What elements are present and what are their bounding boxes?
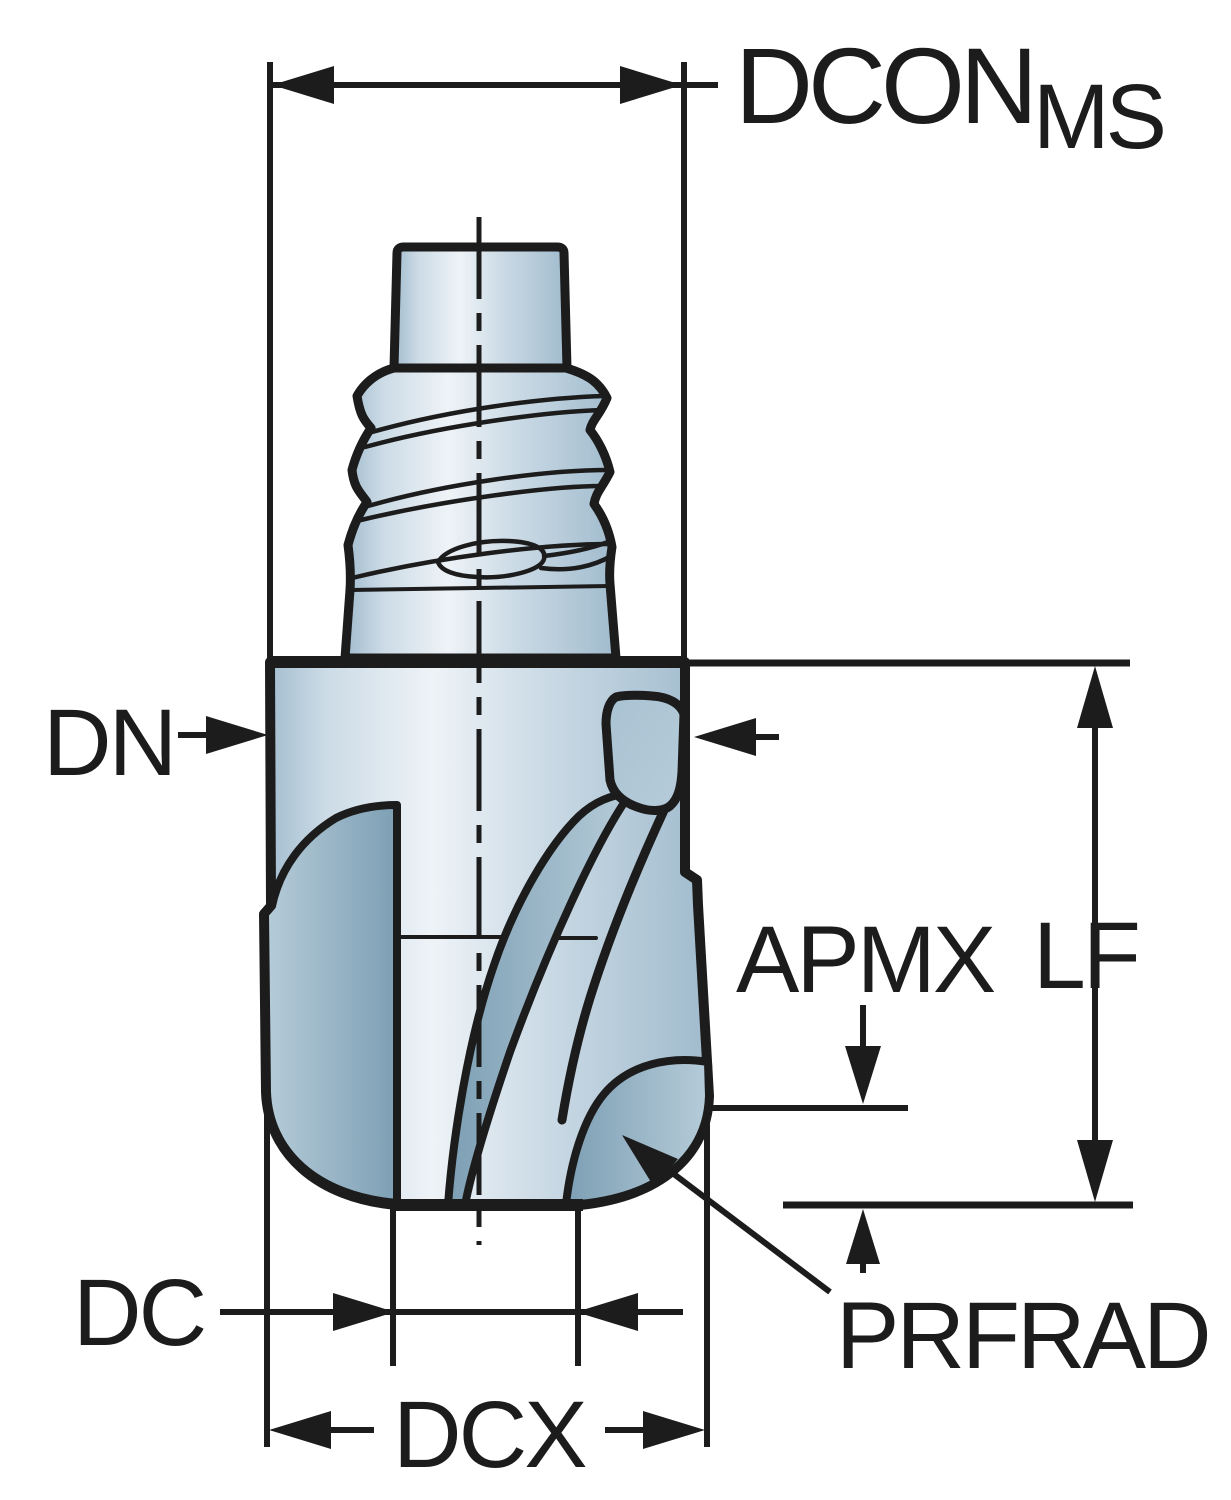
cutting-edge-line <box>557 801 671 1125</box>
arrowhead-dn-left-icon <box>206 716 268 754</box>
label-dcon: DCONMS <box>735 25 1164 168</box>
label-apmx: APMX <box>736 907 995 1013</box>
arrowhead-dcx-left-icon <box>269 1411 331 1449</box>
flute-face-corner <box>562 1056 713 1208</box>
label-dn: DN <box>43 690 174 796</box>
arrowhead-dc-right-icon <box>576 1293 638 1331</box>
arrowhead-dn-right-icon <box>694 718 756 756</box>
label-prfrad: PRFRAD <box>836 1283 1209 1389</box>
dim-dcon-ms: DCONMS <box>267 25 1168 660</box>
dim-apmx: APMX <box>705 907 998 1273</box>
tool-pilot-cylinder <box>389 242 572 373</box>
arrowhead-apmx-down-icon <box>845 1046 881 1104</box>
arrowhead-apmx-up-icon <box>846 1209 880 1264</box>
label-dcx: DCX <box>393 1382 586 1488</box>
dim-lf: LF <box>688 659 1141 1209</box>
thread-helix-lines <box>349 393 614 592</box>
label-lf: LF <box>1033 903 1138 1009</box>
dim-dc: DC <box>73 1208 683 1366</box>
dim-prfrad: PRFRAD <box>622 1135 1212 1389</box>
flute-face-left <box>261 801 401 1207</box>
insert-pocket <box>601 690 689 815</box>
dim-dn: DN <box>43 690 779 796</box>
arrowhead-lf-down-icon <box>1077 1140 1113 1202</box>
arrowhead-left-icon <box>272 66 334 104</box>
arrowhead-dc-left-icon <box>333 1293 395 1331</box>
tool-body <box>259 242 714 1211</box>
arrowhead-dcx-right-icon <box>643 1411 705 1449</box>
label-dc: DC <box>73 1260 204 1366</box>
dim-dcx: DCX <box>264 1092 710 1488</box>
arrowhead-right-icon <box>620 66 682 104</box>
arrowhead-prfrad-icon <box>622 1135 678 1187</box>
flute-face-center <box>444 790 634 1209</box>
arrowhead-lf-up-icon <box>1077 666 1113 728</box>
